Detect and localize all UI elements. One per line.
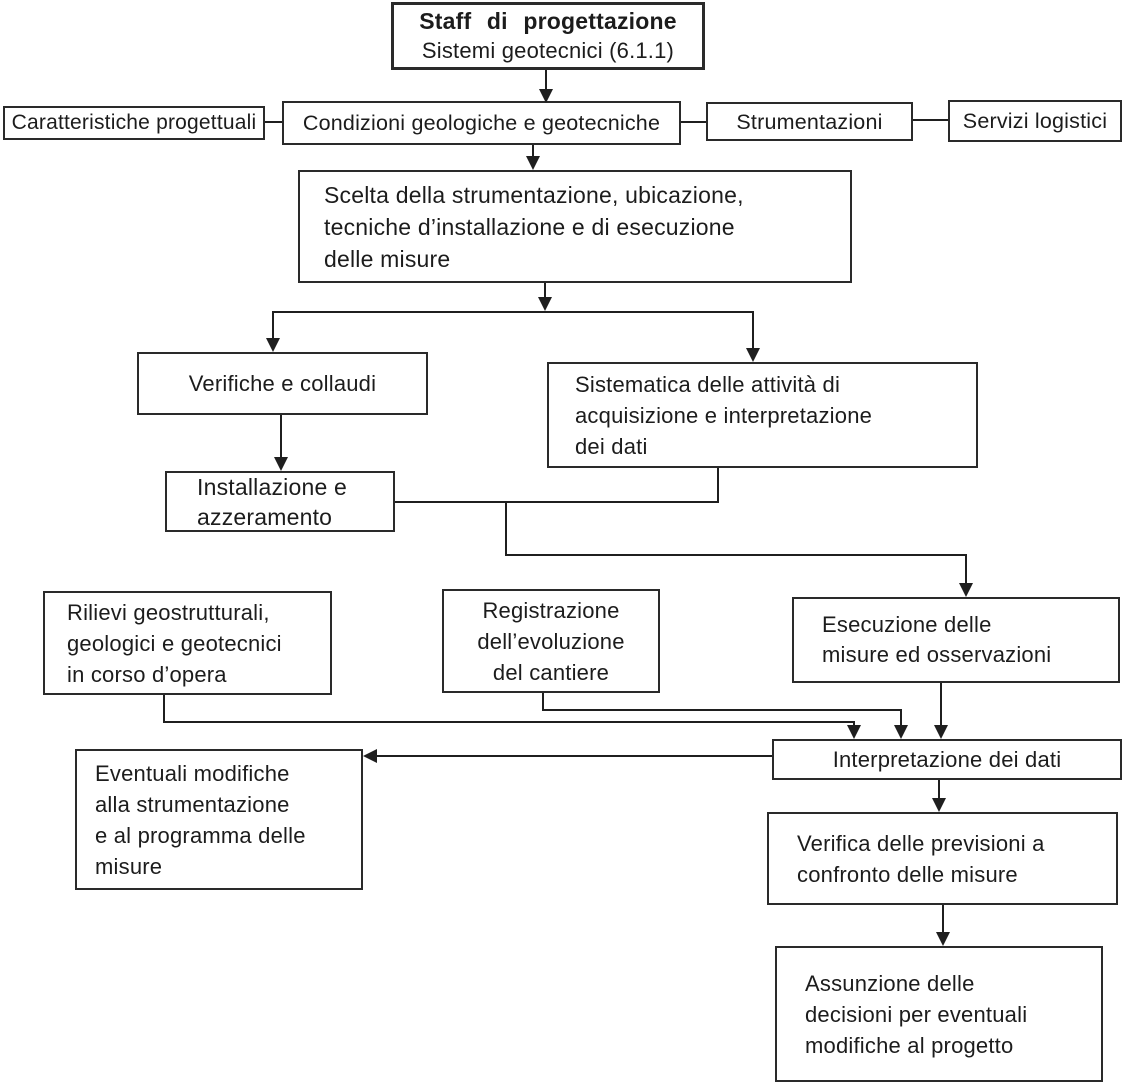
node-staff-subtitle: Sistemi geotecnici (6.1.1) (421, 38, 675, 63)
edge-split-verifiche-line (272, 311, 274, 339)
edge-scelta-split-arrowhead (538, 297, 552, 311)
node-eventuali-modifiche: Eventuali modifiche alla strumentazione … (75, 749, 363, 890)
node-assunzione-decisioni: Assunzione delle decisioni per eventuali… (775, 946, 1103, 1082)
edge-rilievi-arrowhead (847, 725, 861, 739)
node-rilievi-geostrutturali: Rilievi geostrutturali, geologici e geot… (43, 591, 332, 695)
edge-verifica-assunzione-arrowhead (936, 932, 950, 946)
edge-rilievi-down-line (163, 695, 165, 723)
node-staff-di-progettazione: Staff di progettazione Sistemi geotecnic… (391, 2, 705, 70)
edge-rilievi-hline (163, 721, 854, 723)
edge-interpretazione-eventuali-arrowhead (363, 749, 377, 763)
edge-esecuzione-interpretazione-line (940, 683, 942, 727)
node-staff-title: Staff di progettazione (419, 8, 677, 34)
edge-split-verifiche-arrowhead (266, 338, 280, 352)
edge-split-sistematica-line (752, 311, 754, 349)
edge-registrazione-down-line (542, 693, 544, 711)
edge-condizioni-strumentazioni-line (681, 121, 706, 123)
edge-registrazione-vline (900, 709, 902, 727)
node-interpretazione-dati: Interpretazione dei dati (772, 739, 1122, 780)
edge-registrazione-hline (542, 709, 902, 711)
edge-caratteristiche-condizioni-line (265, 121, 282, 123)
edge-installazione-junction-line (395, 501, 719, 503)
node-esecuzione-misure: Esecuzione delle misure ed osservazioni (792, 597, 1120, 683)
edge-scelta-split-line (544, 283, 546, 299)
edge-condizioni-scelta-arrowhead (526, 156, 540, 170)
edge-interpretazione-verifica-arrowhead (932, 798, 946, 812)
edge-registrazione-arrowhead (894, 725, 908, 739)
edge-interpretazione-eventuali-line (375, 755, 772, 757)
edge-verifiche-installazione-arrowhead (274, 457, 288, 471)
node-verifiche-collaudi: Verifiche e collaudi (137, 352, 428, 415)
edge-split-sistematica-arrowhead (746, 348, 760, 362)
edge-verifiche-installazione-line (280, 415, 282, 458)
node-caratteristiche-progettuali: Caratteristiche progettuali (3, 106, 265, 140)
edge-junction-esecuzione-hline (505, 554, 967, 556)
node-condizioni-geologiche: Condizioni geologiche e geotecniche (282, 101, 681, 145)
edge-rilievi-vline (853, 721, 855, 727)
edge-strumentazioni-servizi-line (913, 119, 948, 121)
edge-sistematica-junction-line (717, 468, 719, 503)
node-registrazione-cantiere: Registrazione dell’evoluzione del cantie… (442, 589, 660, 693)
node-servizi-logistici: Servizi logistici (948, 100, 1122, 142)
edge-staff-condizioni-arrowhead (539, 89, 553, 103)
edge-junction-drop-line (505, 501, 507, 556)
node-sistematica-attivita: Sistematica delle attività di acquisizio… (547, 362, 978, 468)
edge-junction-esecuzione-vline (965, 554, 967, 584)
edge-esecuzione-interpretazione-arrowhead (934, 725, 948, 739)
edge-split-bar (272, 311, 754, 313)
node-installazione-azzeramento: Installazione e azzeramento (165, 471, 395, 532)
node-verifica-previsioni: Verifica delle previsioni a confronto de… (767, 812, 1118, 905)
edge-verifica-assunzione-line (942, 905, 944, 934)
node-scelta-strumentazione: Scelta della strumentazione, ubicazione,… (298, 170, 852, 283)
node-strumentazioni: Strumentazioni (706, 102, 913, 141)
edge-interpretazione-verifica-line (938, 780, 940, 800)
edge-staff-condizioni-line (545, 70, 547, 94)
edge-junction-esecuzione-arrowhead (959, 583, 973, 597)
edge-condizioni-scelta-line (532, 145, 534, 158)
